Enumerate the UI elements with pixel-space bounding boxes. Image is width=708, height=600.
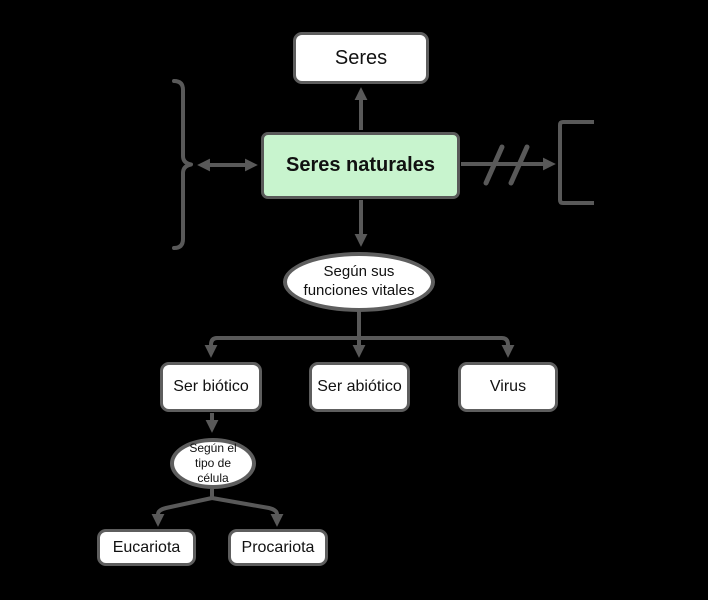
node-seres-label: Seres: [334, 46, 388, 69]
node-ser-biotico[interactable]: Ser biótico: [160, 362, 262, 412]
edge-funciones-to-virus: [359, 336, 515, 358]
node-seres[interactable]: Seres: [293, 32, 429, 84]
node-seres-naturales[interactable]: Seres naturales: [261, 132, 460, 199]
edge-tipo-to-procariota: [211, 496, 284, 527]
node-virus-label: Virus: [489, 378, 527, 395]
node-segun-funciones[interactable]: Según sus funciones vitales: [283, 252, 435, 312]
edge-funciones-to-biotico: [204, 336, 359, 358]
node-procariota-label: Procariota: [241, 538, 315, 556]
edge-tipo-to-eucariota: [151, 496, 213, 527]
node-ser-abiotico-label: Ser abiótico: [317, 378, 402, 395]
node-segun-funciones-label: Según sus funciones vitales: [303, 263, 415, 299]
double-slash-break: [483, 144, 530, 186]
node-segun-tipo-celula-label: Según el tipo de célula: [189, 441, 237, 485]
node-virus[interactable]: Virus: [458, 362, 558, 412]
node-ser-biotico-label: Ser biótico: [173, 378, 249, 395]
node-ser-abiotico[interactable]: Ser abiótico: [309, 362, 410, 412]
node-procariota[interactable]: Procariota: [228, 529, 328, 566]
node-eucariota[interactable]: Eucariota: [97, 529, 196, 566]
node-segun-tipo-celula[interactable]: Según el tipo de célula: [170, 438, 256, 489]
node-eucariota-label: Eucariota: [112, 538, 181, 556]
node-seres-naturales-label: Seres naturales: [286, 154, 435, 176]
right-square-bracket: [558, 120, 594, 205]
left-curly-brace: [172, 79, 193, 250]
